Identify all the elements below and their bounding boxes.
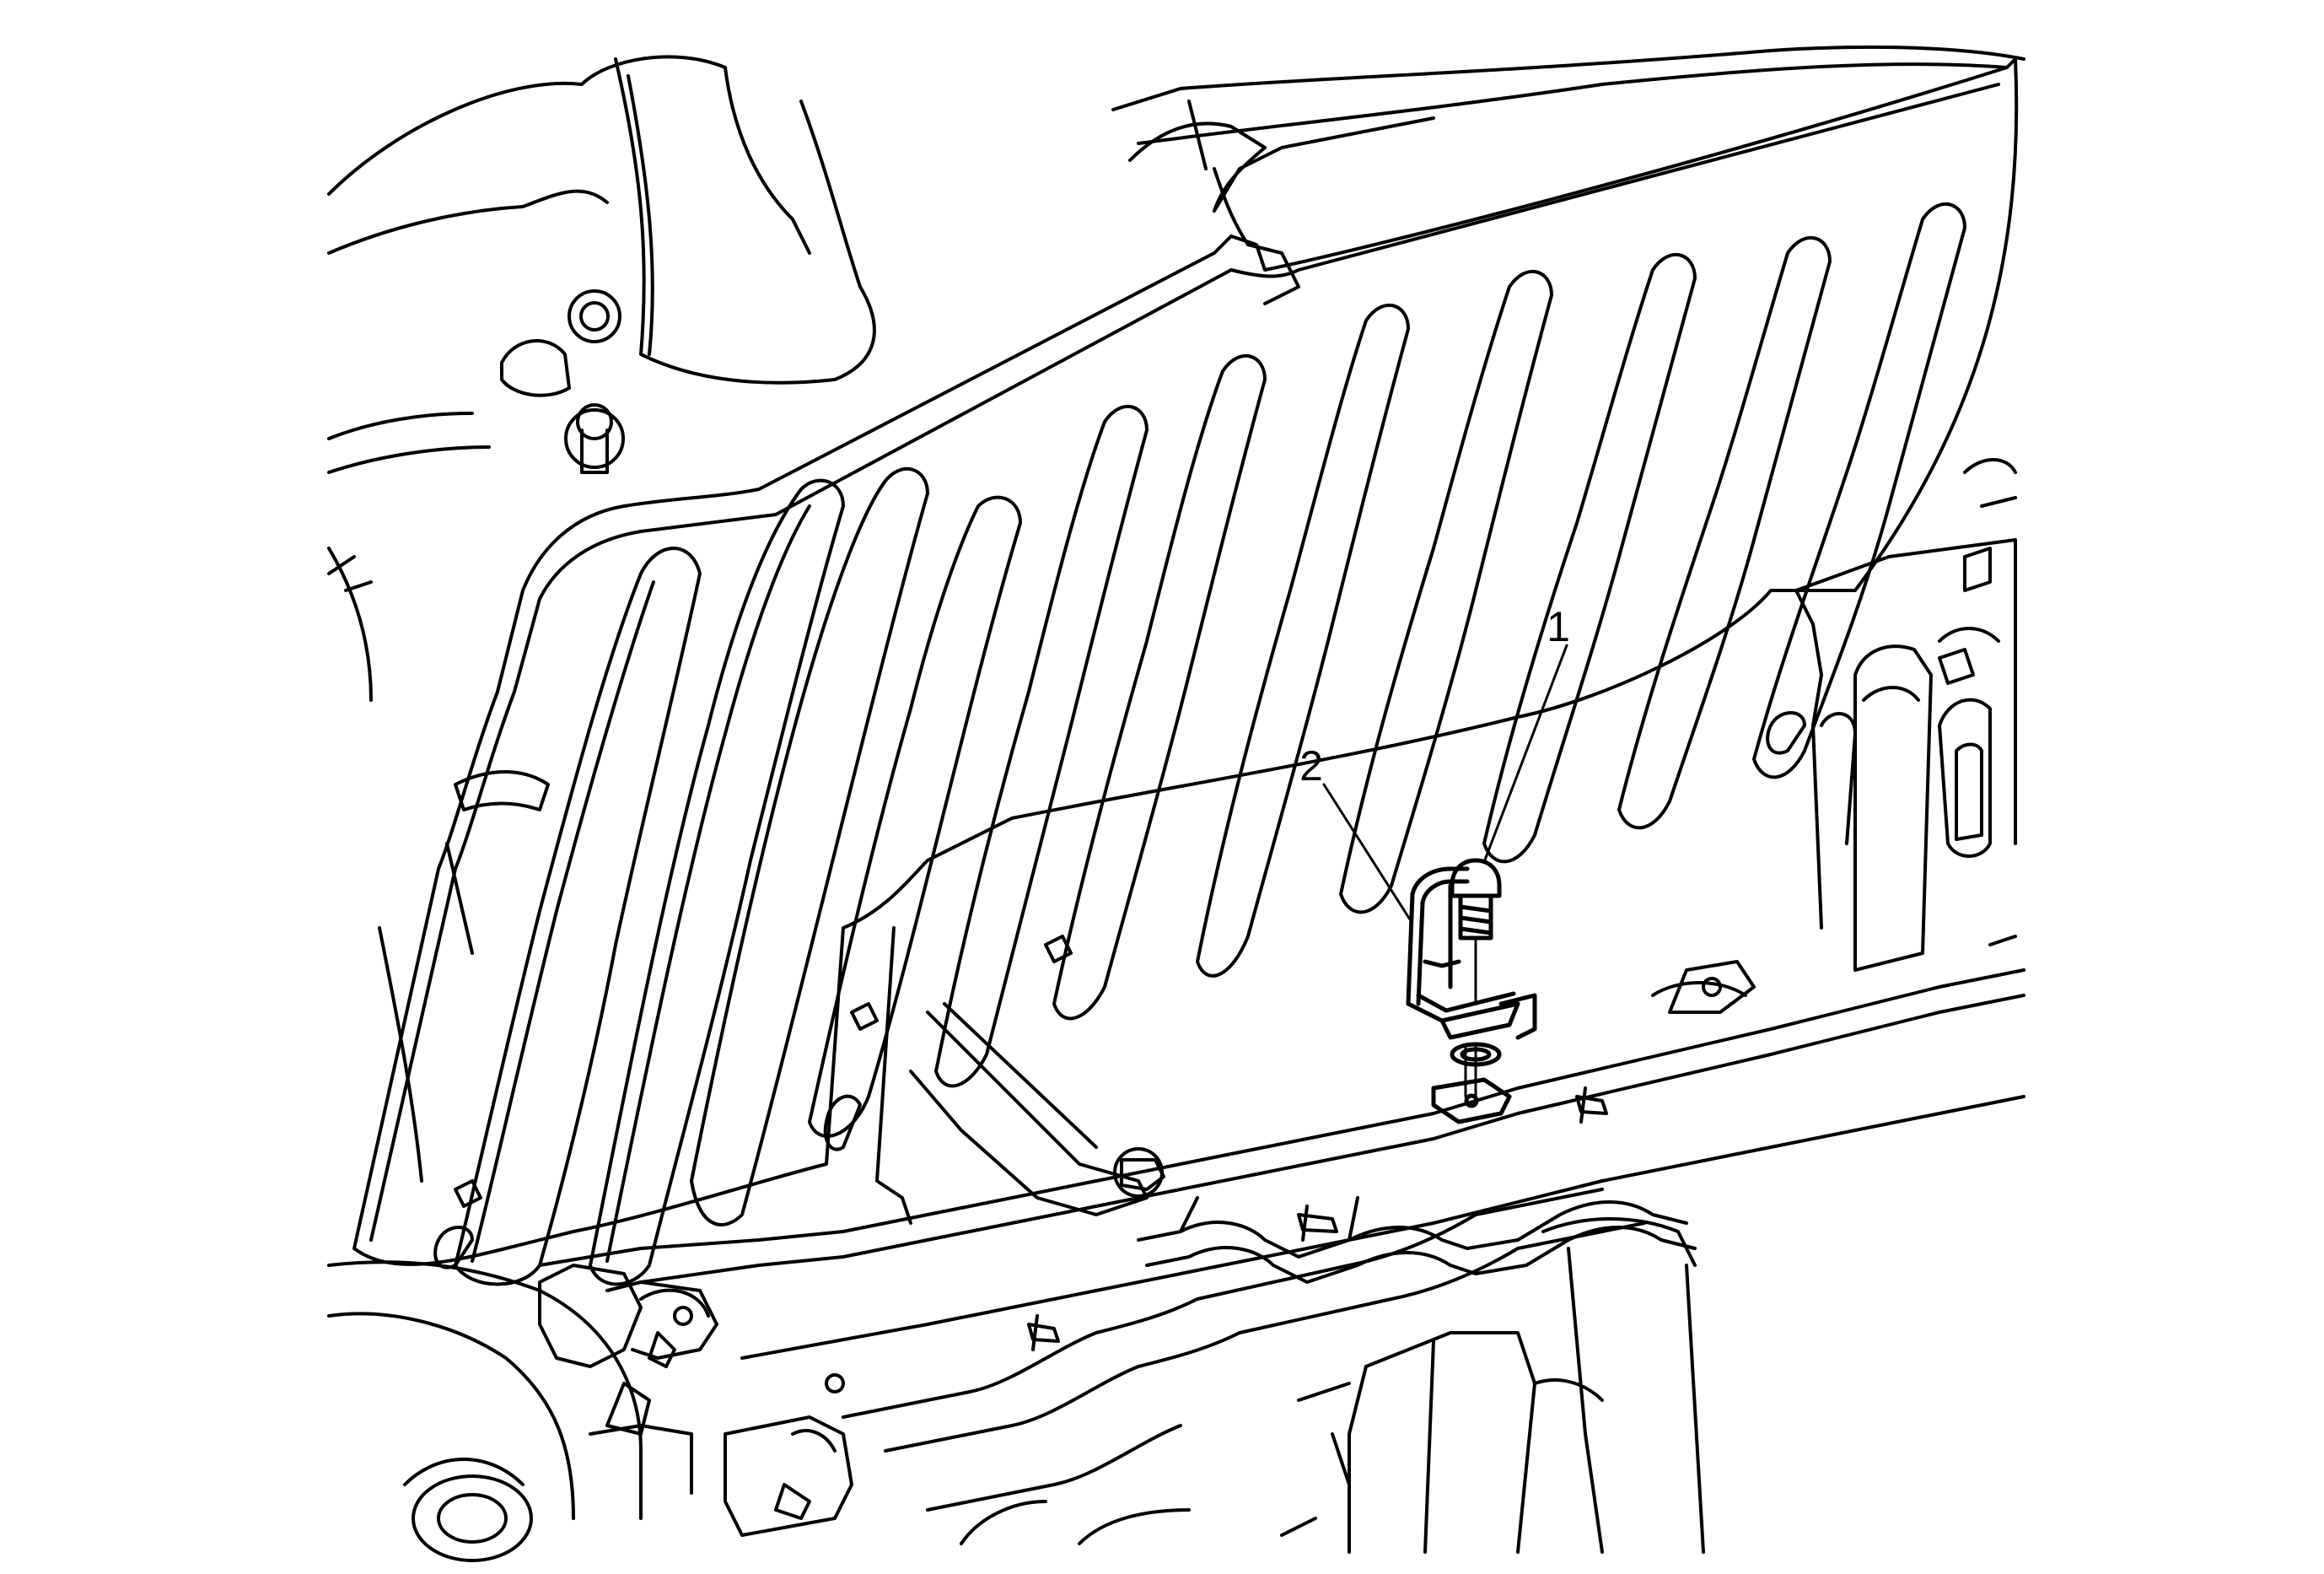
callout-leaders	[1322, 644, 1568, 921]
callout-2-label: 2	[1299, 742, 1323, 790]
callout-2-leader	[1322, 783, 1412, 921]
seat-headrest	[327, 55, 876, 474]
stepped-floor	[1137, 1196, 1697, 1284]
upper-panel	[1111, 45, 2025, 305]
callout-1-label: 1	[1547, 603, 1570, 650]
callout-1-leader	[1482, 644, 1568, 864]
alignment-lines	[1464, 936, 1477, 1098]
floor-crossmember	[538, 968, 2025, 1545]
right-structure	[1280, 458, 2017, 1554]
bolt	[1450, 858, 1502, 941]
